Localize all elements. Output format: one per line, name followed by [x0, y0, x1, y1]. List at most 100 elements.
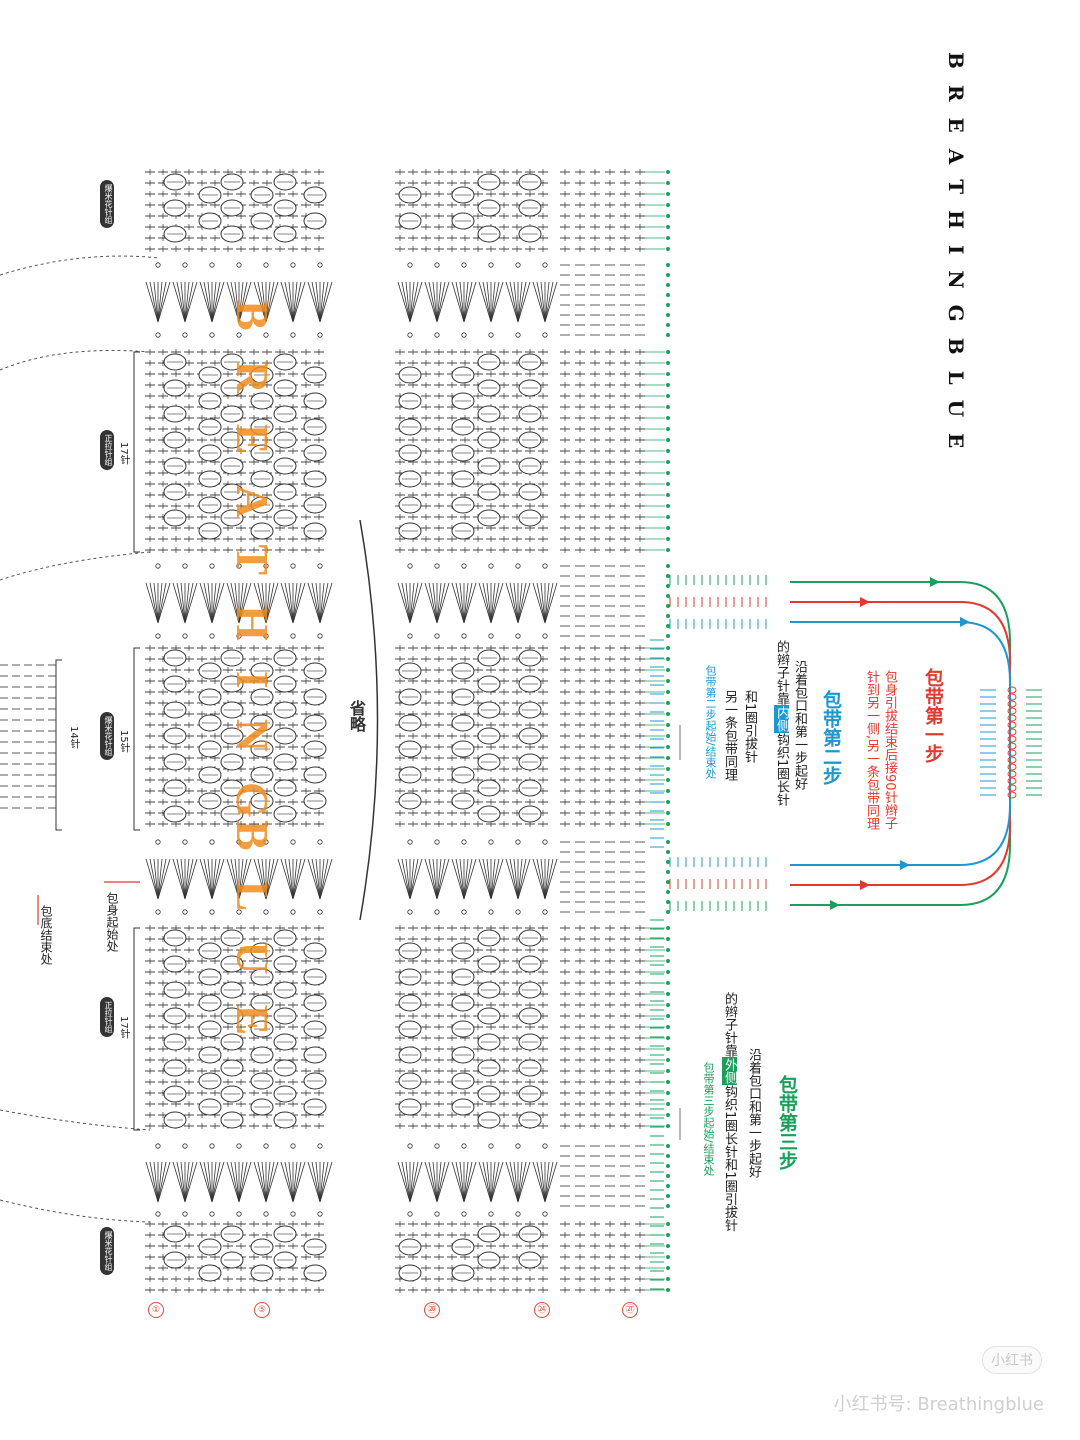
- fan-stitch: [536, 858, 546, 900]
- fan-stitch: [207, 582, 213, 624]
- fan-stitch: [145, 582, 159, 624]
- fan-stitch: [149, 858, 159, 900]
- fan-stitch: [409, 582, 423, 624]
- fan-stitch: [307, 858, 321, 900]
- slip-stitch-dot: [666, 1014, 670, 1018]
- chain-stitch: [236, 633, 242, 639]
- chain-stitch: [155, 909, 161, 915]
- slip-stitch-dot: [666, 361, 670, 365]
- fan-stitch: [490, 281, 500, 323]
- fan-stitch: [211, 281, 217, 323]
- chain-stitch: [488, 633, 494, 639]
- slip-stitch-dot: [666, 482, 670, 486]
- fan-stitch: [288, 582, 294, 624]
- chain-stitch: [407, 262, 413, 268]
- slip-stitch-dot: [666, 657, 670, 661]
- fan-stitch: [463, 281, 477, 323]
- fan-stitch: [505, 281, 519, 323]
- fan-stitch: [540, 858, 546, 900]
- chain-stitch: [236, 839, 242, 845]
- fan-stitch: [157, 858, 171, 900]
- chain-stitch: [515, 563, 521, 569]
- fan-stitch: [436, 858, 446, 900]
- fan-stitch: [532, 858, 546, 900]
- fan-stitch: [517, 281, 527, 323]
- fan-stitch: [490, 858, 496, 900]
- chain-stitch: [461, 563, 467, 569]
- fan-stitch: [482, 281, 492, 323]
- chain-stitch: [407, 633, 413, 639]
- slip-stitch-dot: [666, 701, 670, 705]
- fan-stitch: [405, 858, 411, 900]
- fan-stitch: [540, 281, 546, 323]
- fan-stitch: [292, 582, 306, 624]
- chain-stitch: [290, 909, 296, 915]
- slip-stitch-dot: [666, 734, 670, 738]
- fan-stitch: [265, 858, 275, 900]
- fan-stitch: [436, 281, 450, 323]
- fan-stitch: [463, 858, 473, 900]
- chain-stitch: [461, 633, 467, 639]
- chain-stitch: [461, 909, 467, 915]
- chain-stitch: [290, 633, 296, 639]
- fan-stitch: [478, 858, 492, 900]
- fan-stitch: [436, 281, 442, 323]
- fan-stitch: [257, 582, 267, 624]
- fan-stitch: [532, 281, 546, 323]
- fan-stitch: [509, 281, 519, 323]
- slip-stitch-dot: [666, 992, 670, 996]
- fan-stitch: [238, 281, 244, 323]
- fan-stitch: [203, 858, 213, 900]
- chain-stitch: [155, 839, 161, 845]
- chain-stitch: [236, 332, 242, 338]
- chain-stitch: [407, 839, 413, 845]
- fan-stitch: [432, 281, 438, 323]
- chain-stitch: [488, 563, 494, 569]
- fan-stitch: [486, 582, 492, 624]
- fan-stitch: [424, 281, 438, 323]
- fan-stitch: [397, 281, 411, 323]
- slip-stitch-dot: [666, 181, 670, 185]
- fan-stitch: [517, 582, 531, 624]
- fan-stitch: [478, 281, 492, 323]
- fan-stitch: [180, 858, 186, 900]
- fan-stitch: [490, 281, 496, 323]
- chain-stitch: [236, 262, 242, 268]
- fan-stitch: [397, 582, 411, 624]
- fan-stitch: [397, 858, 411, 900]
- fan-stitch: [211, 582, 225, 624]
- slip-stitch-dot: [666, 668, 670, 672]
- fan-stitch: [307, 582, 321, 624]
- chain-stitch: [515, 633, 521, 639]
- chain-stitch: [434, 563, 440, 569]
- slip-stitch-dot: [666, 723, 670, 727]
- fan-stitch: [451, 582, 465, 624]
- fan-stitch: [436, 281, 446, 323]
- slip-stitch-dot: [666, 192, 670, 196]
- fan-stitch: [284, 582, 294, 624]
- fan-stitch: [544, 582, 558, 624]
- fan-stitch: [490, 582, 500, 624]
- fan-stitch: [544, 582, 550, 624]
- slip-stitch-dot: [666, 383, 670, 387]
- slip-stitch-dot: [666, 564, 670, 568]
- fan-stitch: [230, 582, 240, 624]
- chain-stitch: [263, 909, 269, 915]
- slip-stitch-dot: [666, 574, 670, 578]
- fan-stitch: [536, 582, 546, 624]
- slip-stitch-dot: [666, 970, 670, 974]
- chain-stitch: [290, 332, 296, 338]
- slip-stitch-dot: [666, 427, 670, 431]
- chain-stitch: [317, 332, 323, 338]
- fan-stitch: [257, 281, 267, 323]
- slip-stitch-dot: [666, 504, 670, 508]
- fan-stitch: [505, 582, 519, 624]
- fan-stitch: [405, 281, 411, 323]
- slip-stitch-dot: [666, 860, 670, 864]
- chain-stitch: [263, 839, 269, 845]
- fan-stitch: [149, 281, 159, 323]
- slip-stitch-dot: [666, 1025, 670, 1029]
- fan-stitch: [401, 858, 411, 900]
- fan-stitch: [490, 858, 500, 900]
- fan-stitch: [238, 582, 252, 624]
